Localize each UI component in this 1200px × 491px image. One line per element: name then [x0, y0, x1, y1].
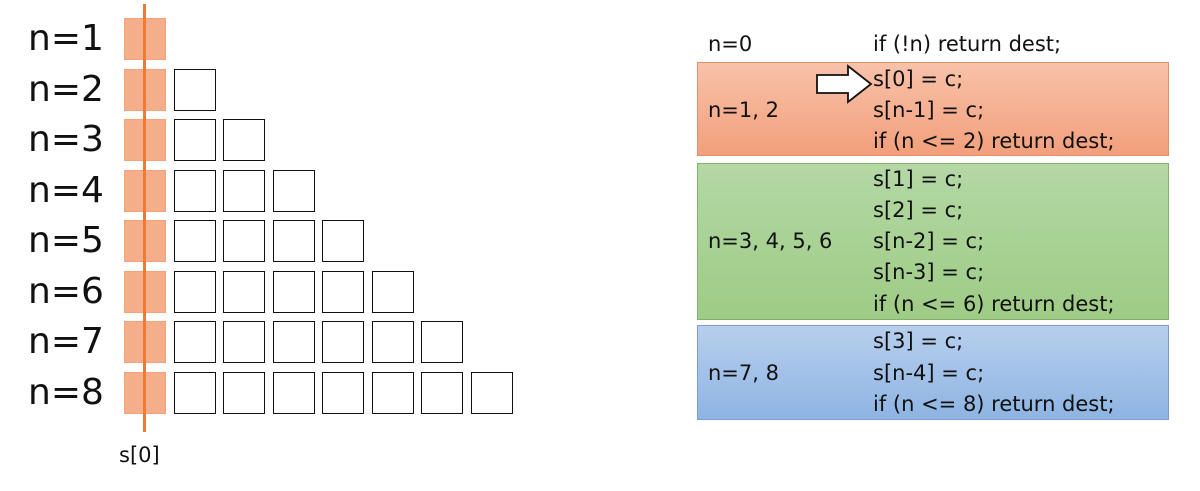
- row-label-n5: n=5: [28, 220, 104, 261]
- code-line-n0: if (!n) return dest;: [873, 32, 1062, 56]
- s0-axis-label: s[0]: [119, 443, 160, 467]
- array-cell: [421, 321, 463, 363]
- array-cell: [322, 371, 364, 414]
- row-label-n6: n=6: [28, 270, 104, 312]
- code-line: s[1] = c;: [873, 167, 964, 191]
- array-cell: [272, 220, 315, 262]
- row-label-n8: n=8: [28, 371, 104, 413]
- row-label-n4: n=4: [28, 169, 104, 211]
- array-cell: [223, 321, 265, 363]
- case-label-group-2: n=3, 4, 5, 6: [708, 229, 833, 253]
- array-cell: [223, 270, 265, 313]
- group-band-n1-2: [697, 62, 1169, 156]
- group-band-n3-6: [697, 163, 1169, 320]
- row-label-n7: n=7: [28, 321, 104, 362]
- case-label-group-3: n=7, 8: [708, 361, 779, 385]
- array-cell: [322, 220, 364, 262]
- array-cell: [371, 270, 414, 313]
- array-cell: [223, 119, 265, 161]
- array-cell: [421, 371, 463, 414]
- array-cell: [173, 270, 216, 313]
- case-label-group-1: n=1, 2: [708, 98, 779, 122]
- code-line: s[n-3] = c;: [873, 260, 985, 284]
- row-label-n2: n=2: [28, 68, 104, 110]
- array-cell: [272, 270, 315, 313]
- right-arrow-icon: [816, 64, 873, 104]
- group-band-n7-8: [697, 325, 1169, 420]
- array-cell: [173, 68, 216, 111]
- array-cell: [371, 371, 414, 414]
- array-cell: [173, 220, 216, 262]
- array-cell: [272, 371, 315, 414]
- code-line: if (n <= 6) return dest;: [873, 292, 1115, 316]
- array-cell: [223, 371, 265, 414]
- code-line: if (n <= 2) return dest;: [873, 129, 1115, 153]
- code-line: s[0] = c;: [873, 67, 964, 91]
- array-cell: [173, 321, 216, 363]
- array-cell: [272, 169, 315, 212]
- code-line: s[3] = c;: [873, 329, 964, 353]
- array-cell: [470, 371, 513, 414]
- row-label-n1: n=1: [28, 18, 104, 59]
- code-line: s[n-1] = c;: [873, 98, 985, 122]
- array-cell: [173, 169, 216, 212]
- array-cell: [223, 220, 265, 262]
- s0-marker-line: [143, 4, 146, 432]
- array-cell: [322, 321, 364, 363]
- array-cell: [173, 119, 216, 161]
- array-cell: [371, 321, 414, 363]
- code-line: s[2] = c;: [873, 198, 964, 222]
- code-line: s[n-4] = c;: [873, 361, 985, 385]
- array-cell: [322, 270, 364, 313]
- case-label-n0: n=0: [708, 32, 753, 56]
- array-cell: [223, 169, 265, 212]
- array-cell: [272, 321, 315, 363]
- array-cell: [173, 371, 216, 414]
- code-line: s[n-2] = c;: [873, 229, 985, 253]
- code-line: if (n <= 8) return dest;: [873, 392, 1115, 416]
- row-label-n3: n=3: [28, 119, 104, 160]
